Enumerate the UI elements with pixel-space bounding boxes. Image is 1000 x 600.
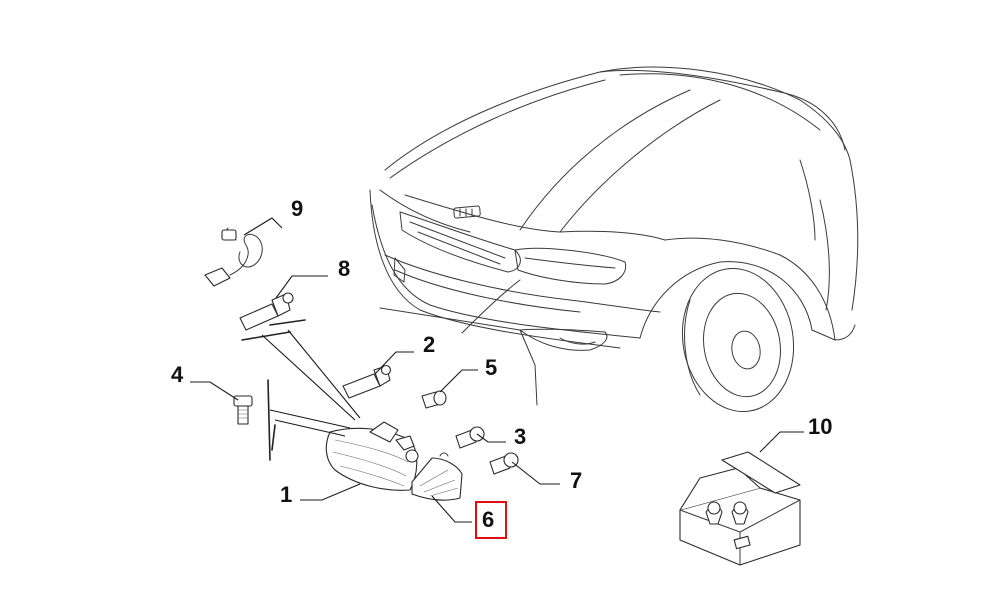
- callout-3: 3: [514, 424, 526, 449]
- leader-lines: [190, 217, 804, 523]
- callout-7: 7: [570, 468, 582, 493]
- part-bulb-5: [421, 390, 447, 409]
- part-bulb-7: [489, 452, 519, 475]
- callout-6: 6: [482, 507, 494, 532]
- callout-8: 8: [338, 256, 350, 281]
- callout-10: 10: [808, 414, 832, 439]
- part-bulb-socket-2: [342, 364, 392, 399]
- part-bolt: [233, 395, 253, 425]
- part-bulb-3: [455, 426, 485, 449]
- part-wiring-harness: [204, 227, 263, 287]
- part-bulb-kit-box: [679, 451, 801, 566]
- part-headlamp: [325, 421, 419, 491]
- callout-9: 9: [291, 196, 303, 221]
- assembly-bracket-lines: [241, 319, 361, 461]
- highlight-box-callout-6: [475, 501, 507, 539]
- part-side-indicator: [411, 452, 463, 501]
- callout-4: 4: [171, 362, 184, 387]
- car-front-illustration: [369, 66, 859, 413]
- callout-5: 5: [485, 355, 497, 380]
- part-bulb-socket-8: [239, 292, 294, 331]
- callout-1: 1: [280, 482, 292, 507]
- callout-2: 2: [423, 332, 435, 357]
